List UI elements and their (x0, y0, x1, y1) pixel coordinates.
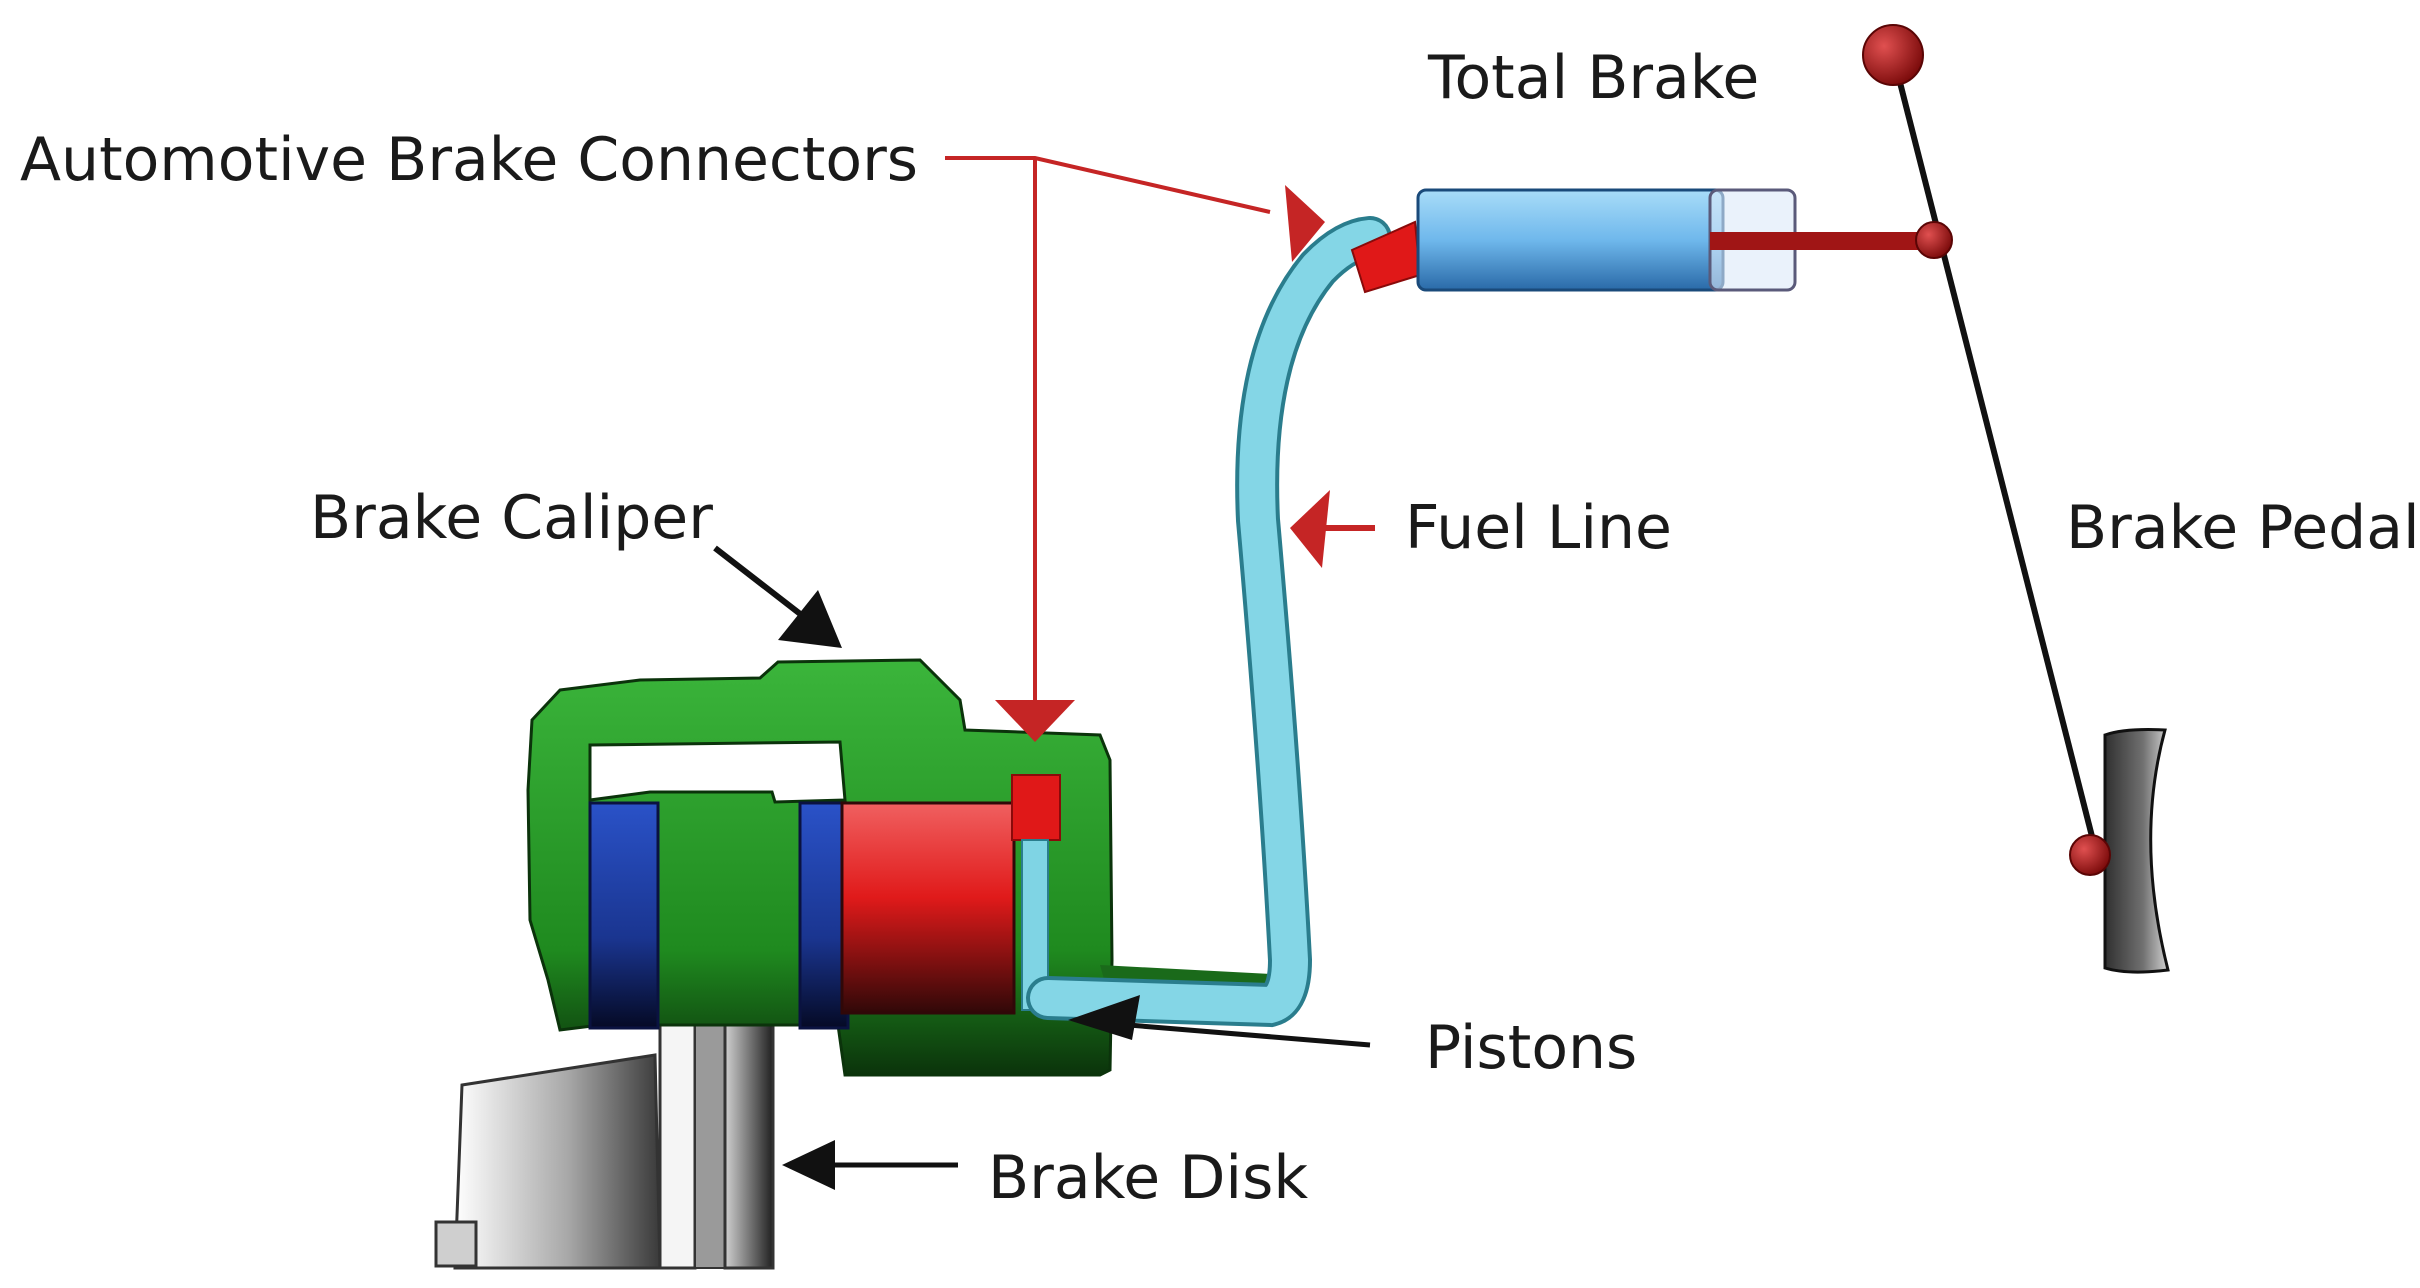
label-automotive-brake-connectors: Automotive Brake Connectors (20, 125, 918, 195)
pedal-pad (2103, 728, 2170, 974)
master-cylinder (1350, 188, 1928, 294)
connector-leader-line (945, 156, 1271, 214)
pistons-leader (1091, 1019, 1371, 1048)
label-fuel-line: Fuel Line (1405, 493, 1672, 563)
piston (840, 801, 1016, 1015)
caliper-fluid-connector (1011, 774, 1061, 841)
connector-arrowhead-down (995, 700, 1075, 742)
caliper-arrowhead (778, 590, 842, 648)
inner-brake-pad (798, 801, 850, 1030)
brake-fluid-line-fill (1030, 220, 1388, 1024)
disk-arrowhead (782, 1140, 835, 1190)
label-brake-disk: Brake Disk (988, 1143, 1308, 1213)
brake-disk-pointer (782, 1140, 958, 1190)
label-brake-caliper: Brake Caliper (310, 483, 713, 553)
brake-caliper-body (526, 658, 1290, 1077)
pistons-pointer (1068, 995, 1371, 1048)
pedal-top-knob (1862, 24, 1924, 86)
push-rod (1710, 232, 1928, 250)
label-pistons: Pistons (1425, 1013, 1637, 1083)
brake-pedal-assembly (1862, 24, 2170, 974)
pedal-joint (2069, 834, 2111, 876)
caliper-window (588, 740, 847, 804)
master-cylinder-body (1416, 188, 1725, 292)
fuel-line-pointer (1290, 490, 1375, 568)
pedal-arm (1890, 54, 2101, 861)
wheel-hub (453, 1053, 662, 1270)
pedal-pivot (1915, 221, 1953, 259)
connector-arrowhead-right (1285, 185, 1325, 262)
label-total-brake: Total Brake (1427, 43, 1759, 113)
pistons-arrowhead (1068, 995, 1140, 1040)
caliper-leader (713, 545, 810, 623)
connector-pointer (945, 156, 1325, 742)
brake-caliper-pointer (713, 545, 842, 648)
label-brake-pedal: Brake Pedal (2066, 493, 2420, 563)
fuel-line-arrowhead (1290, 490, 1330, 568)
outer-brake-pad (588, 801, 660, 1030)
hub-base-flange (434, 1220, 478, 1268)
